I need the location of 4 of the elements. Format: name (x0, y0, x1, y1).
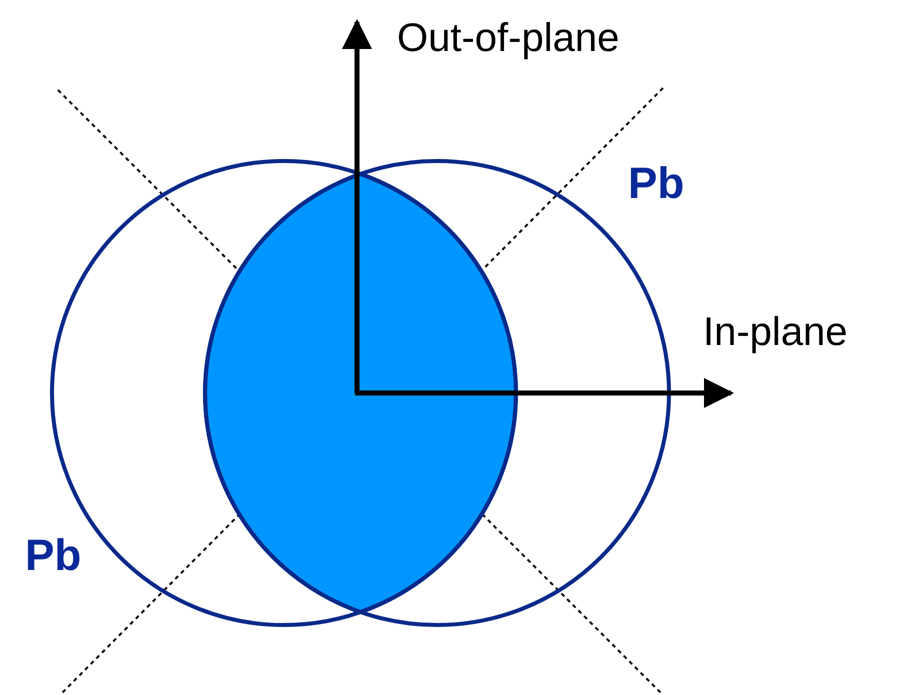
axis-label: In-plane (703, 312, 848, 352)
element-label: Pb (25, 534, 82, 578)
element-label: Pb (628, 162, 684, 206)
axis-label: Out-of-plane (397, 18, 620, 58)
